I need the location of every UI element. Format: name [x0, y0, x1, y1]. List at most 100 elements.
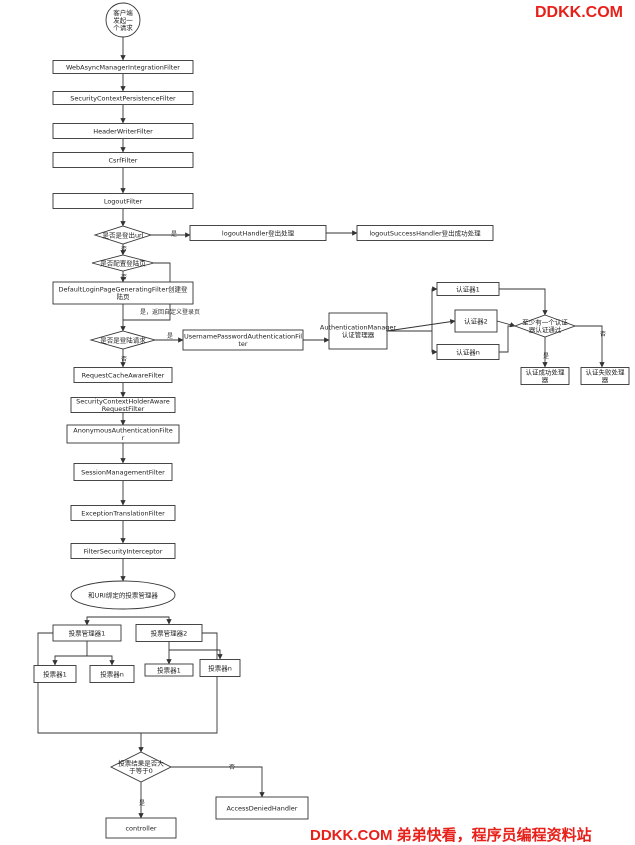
node-label: 投票器n: [208, 663, 232, 672]
node-label: 投票结果是否大: [118, 759, 164, 768]
node-label: 认证成功处理: [526, 368, 566, 377]
edge-vm1-v11: [52, 641, 88, 666]
node-label: 认证器n: [456, 347, 480, 356]
node-d-login-req: 是否是登陆请求: [89, 330, 157, 350]
edge-label-loginreq-no: 否: [121, 356, 127, 363]
edge-authn-dauth: [499, 325, 515, 353]
node-f-webasync: WebAsyncManagerIntegrationFilter: [52, 60, 194, 74]
node-label: 发起一: [113, 15, 133, 24]
node-label: 认证管理器: [342, 330, 375, 339]
edge-auth1-dauth: [499, 288, 548, 316]
edge-label-loginreq-yes: 是: [167, 333, 173, 340]
node-controller: controller: [105, 817, 177, 839]
node-label: logoutSuccessHandler登出成功处理: [369, 228, 481, 237]
node-v2-n: 投票器n: [199, 659, 241, 677]
node-f-header: HeaderWriterFilter: [52, 123, 194, 139]
edge-label-auth-no: 否: [600, 331, 606, 338]
node-label: HeaderWriterFilter: [93, 127, 153, 135]
node-label: 陆页: [117, 292, 131, 301]
node-v1-n: 投票器n: [89, 665, 135, 683]
node-vm-2: 投票管理器2: [135, 624, 203, 642]
node-logout-success: logoutSuccessHandler登出成功处理: [356, 225, 494, 241]
node-logout-handler: logoutHandler登出处理: [189, 225, 327, 241]
node-label: RequestFilter: [102, 405, 145, 413]
node-f-fsi: FilterSecurityInterceptor: [70, 543, 176, 559]
node-v2-1: 投票器1: [144, 663, 194, 677]
node-label: ter: [238, 340, 248, 348]
node-label: AnonymousAuthenticationFilte: [73, 427, 172, 435]
node-uri-voters: 和URI绑定的投票管理器: [70, 580, 176, 610]
node-label: 投票器1: [43, 669, 67, 678]
node-v1-1: 投票器1: [33, 665, 77, 683]
node-label: 器: [602, 376, 609, 384]
node-f-secctx: SecurityContextPersistenceFilter: [52, 91, 194, 105]
node-f-csrf: CsrfFilter: [52, 152, 194, 168]
node-d-logout: 是否是登出url: [93, 225, 153, 245]
node-label: DefaultLoginPageGeneratingFilter创建登: [58, 285, 188, 294]
node-label: 投票器n: [100, 669, 124, 678]
node-label: 和URI绑定的投票管理器: [88, 590, 158, 599]
node-label: 投票管理器1: [69, 628, 106, 637]
node-label: 器认证通过: [529, 325, 562, 334]
node-label: WebAsyncManagerIntegrationFilter: [66, 63, 180, 71]
node-auth-2: 认证器2: [454, 309, 498, 333]
node-label: r: [122, 434, 125, 442]
node-label: 器: [542, 376, 549, 384]
node-label: SessionManagementFilter: [81, 468, 165, 476]
node-d-login-page: 是否配置登陆页: [91, 254, 155, 272]
edge-label-auth-yes: 是: [543, 353, 549, 360]
node-label: 至少有一个认证: [522, 318, 568, 327]
edge-label-loginpage-no: 否: [121, 274, 127, 281]
watermark-top: DDKK.COM: [535, 4, 623, 21]
edge-dvote-denied: [171, 766, 265, 798]
watermark-bottom: DDKK.COM 弟弟快看，程序员编程资料站: [310, 827, 592, 844]
edge-labels: 是否否是，返回自定义登录页是否是否是否: [121, 231, 606, 807]
node-access-denied: AccessDeniedHandler: [215, 796, 309, 820]
edge-uri-vm2: [123, 616, 172, 625]
node-label: 投票管理器2: [151, 628, 188, 637]
node-label: 是否是登陆请求: [100, 335, 146, 344]
node-label: SecurityContextHolderAware: [76, 398, 170, 406]
edge-manager-authn: [387, 330, 438, 355]
node-label: FilterSecurityInterceptor: [84, 547, 163, 555]
node-label: UsernamePasswordAuthenticationFil: [184, 333, 302, 341]
edge-label-logout-no: 否: [121, 246, 127, 253]
node-label: 是否配置登陆页: [100, 258, 146, 267]
edge-vm2-right: [141, 632, 218, 734]
node-label: 客户端: [113, 8, 133, 17]
node-auth-1: 认证器1: [436, 282, 500, 296]
edge-dauth-fail: [575, 325, 605, 368]
edge-uri-vm1: [84, 616, 123, 626]
node-f-exception: ExceptionTranslationFilter: [70, 505, 176, 521]
edge-label-logout-yes: 是: [171, 231, 177, 238]
node-label: AccessDeniedHandler: [227, 804, 298, 812]
node-label: LogoutFilter: [104, 197, 143, 205]
node-label: ExceptionTranslationFilter: [81, 509, 165, 517]
node-label: CsrfFilter: [109, 156, 138, 164]
node-auth-n: 认证器n: [436, 344, 500, 360]
edge-vm1-left: [37, 632, 141, 734]
node-label: controller: [125, 824, 156, 832]
node-label: RequestCacheAwareFilter: [82, 371, 165, 379]
edge-label-vote-no: 否: [229, 764, 235, 771]
node-label: SecurityContextPersistenceFilter: [70, 94, 176, 102]
node-label: AuthenticationManager: [320, 324, 397, 332]
edge-vm2-v2n: [169, 649, 223, 660]
node-label: 认证器1: [456, 284, 480, 293]
node-label: logoutHandler登出处理: [222, 228, 295, 237]
node-label: 个请求: [113, 23, 133, 32]
edge-label-vote-yes: 是: [139, 800, 145, 807]
edge-label-loginpage-yes: 是，返回自定义登录页: [140, 308, 200, 316]
node-label: 是否是登出url: [102, 230, 143, 239]
node-label: 认证失败处理: [586, 368, 626, 377]
